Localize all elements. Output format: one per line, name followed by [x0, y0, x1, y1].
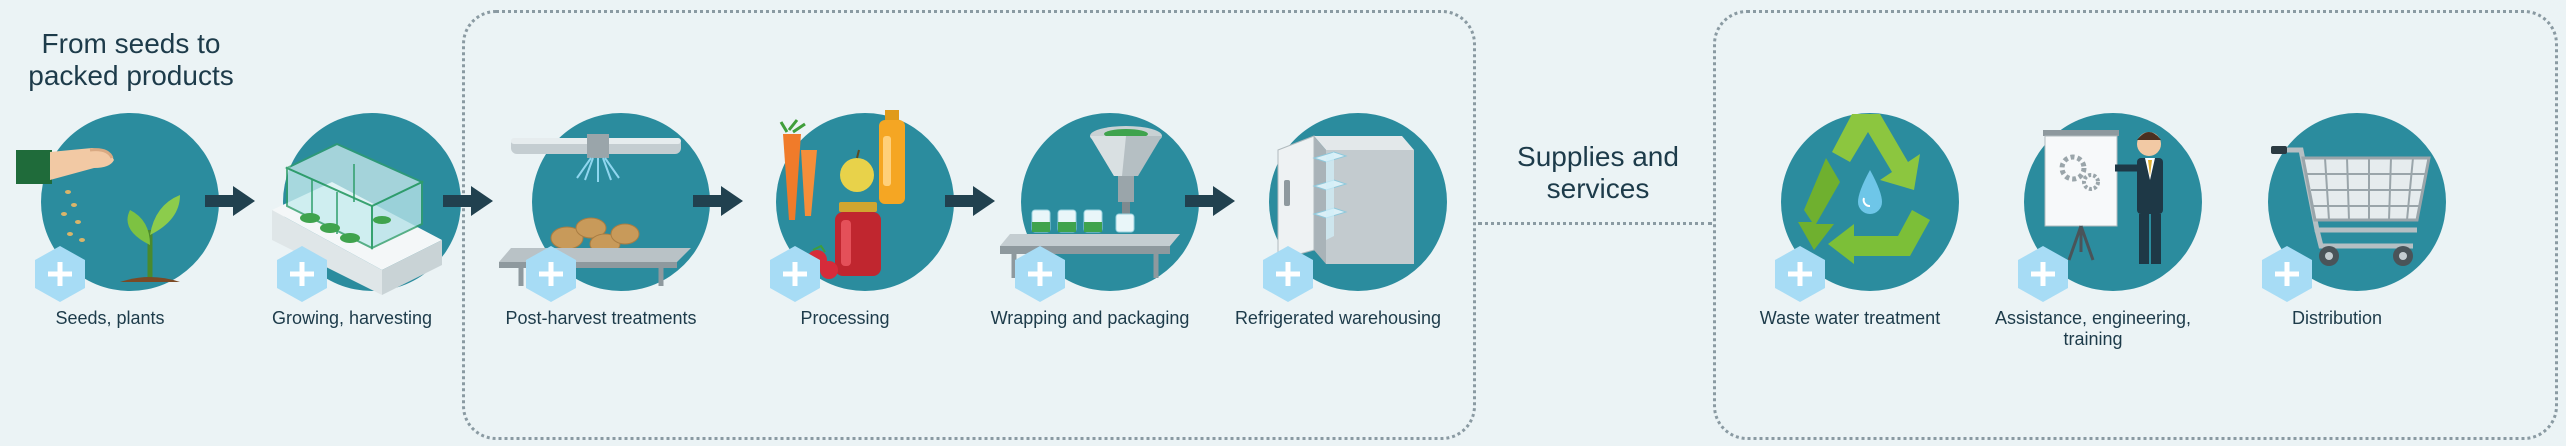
step-label: Seeds, plants: [55, 308, 165, 328]
dotted-connector-line: [1478, 222, 1712, 225]
flow-arrow-icon: [945, 186, 995, 216]
plus-hexagon-icon[interactable]: [33, 245, 87, 303]
step-label: Growing, harvesting: [271, 308, 433, 328]
plus-hexagon-icon[interactable]: [2260, 245, 2314, 303]
shopping-cart-icon: [2271, 146, 2431, 266]
services-title: Supplies and services: [1517, 141, 1679, 204]
main-title: From seeds to packed products: [28, 28, 234, 91]
washing-potatoes-icon: [499, 134, 691, 286]
plus-hexagon-icon[interactable]: [524, 245, 578, 303]
plus-hexagon-icon[interactable]: [1261, 245, 1315, 303]
flow-arrow-icon: [693, 186, 743, 216]
step-label: Processing: [800, 308, 890, 328]
seeds-plants-icon: [16, 148, 180, 282]
plus-hexagon-icon[interactable]: [1013, 245, 1067, 303]
flow-arrow-icon: [1185, 186, 1235, 216]
step-label: Post-harvest treatments: [505, 308, 697, 328]
processing-group-box: [462, 10, 1476, 440]
step-label: Distribution: [2291, 308, 2383, 328]
flow-arrow-icon: [443, 186, 493, 216]
packaging-machine-icon: [1000, 126, 1180, 278]
greenhouse-icon: [272, 142, 442, 295]
plus-hexagon-icon[interactable]: [275, 245, 329, 303]
cold-storage-icon: [1277, 135, 1414, 264]
step-label: Wrapping and packaging: [990, 308, 1190, 328]
recycle-water-icon: [1798, 114, 1930, 264]
services-group-box: [1713, 10, 2558, 440]
step-label: Assistance, engineering, training: [1994, 308, 2192, 349]
plus-hexagon-icon[interactable]: [2016, 245, 2070, 303]
plus-hexagon-icon[interactable]: [1773, 245, 1827, 303]
fruit-vegetables-jar-icon: [779, 110, 905, 282]
plus-hexagon-icon[interactable]: [768, 245, 822, 303]
step-label: Refrigerated warehousing: [1234, 308, 1442, 328]
step-label: Waste water treatment: [1759, 308, 1941, 328]
presenter-board-icon: [2043, 130, 2163, 264]
flow-arrow-icon: [205, 186, 255, 216]
